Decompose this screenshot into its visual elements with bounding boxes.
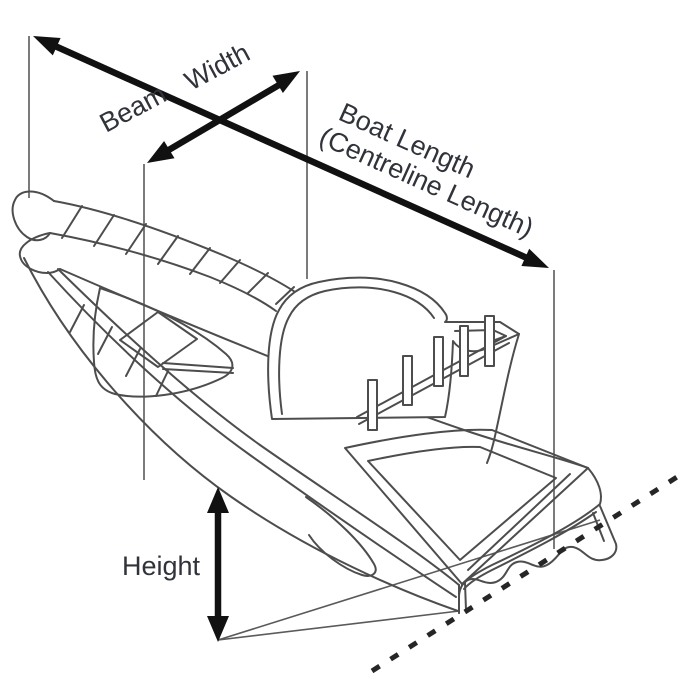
- height-arrowhead-bottom: [207, 616, 229, 642]
- beam-width-arrow: [147, 71, 300, 163]
- cockpit-rim-inner: [367, 445, 557, 561]
- boat-line-art: [11, 190, 618, 614]
- windshield-base-bar: [162, 362, 234, 374]
- height-label: Height: [122, 551, 201, 581]
- hull-sheer-line: [57, 268, 460, 586]
- boat-length-label: Boat Length (Centreline Length): [315, 97, 538, 243]
- sheer-inner: [49, 232, 277, 312]
- guide-lines: [28, 36, 601, 641]
- beam-arrowhead-left: [147, 141, 175, 163]
- cockpit-rim-outer: [344, 428, 589, 585]
- bow-side-hatch-stripes: [69, 304, 169, 397]
- sheer-outer: [53, 200, 309, 302]
- hull-rubrail-line: [47, 271, 457, 598]
- cabin-aft-edge: [486, 333, 520, 464]
- measurement-arrows: [33, 36, 549, 642]
- cabin-beak-inner: [454, 329, 507, 344]
- transom-upper-edge: [461, 467, 602, 586]
- rail-posts: [367, 315, 495, 431]
- cabin-arch-inner: [278, 286, 435, 415]
- guide-line-height-far: [217, 519, 601, 641]
- cabin-windshield-arch: [267, 276, 520, 420]
- beam-label: Beam: [95, 79, 171, 139]
- cockpit-rim-middle: [467, 473, 571, 571]
- foredeck-edge: [92, 287, 234, 398]
- height-arrow: [207, 487, 229, 642]
- guide-line-height-near: [217, 610, 460, 641]
- bow-upper-curl: [11, 190, 55, 242]
- hull-keel-line: [23, 257, 459, 612]
- gunwale-hatch-stripes: [61, 205, 295, 305]
- height-arrowhead-top: [207, 487, 229, 513]
- beam-arrowhead-right: [272, 71, 300, 93]
- centreline-dotted-line: [370, 474, 679, 674]
- transom-lower-edge: [463, 511, 597, 590]
- boat-length-arrowhead-right: [521, 248, 549, 268]
- boat-length-arrow: [33, 36, 549, 268]
- cockpit-seat-line: [305, 496, 377, 577]
- deck-hatch-diamond: [119, 311, 198, 368]
- boat-length-arrowhead-left: [33, 36, 61, 56]
- swim-platform: [458, 505, 618, 614]
- width-label: Width: [180, 37, 255, 96]
